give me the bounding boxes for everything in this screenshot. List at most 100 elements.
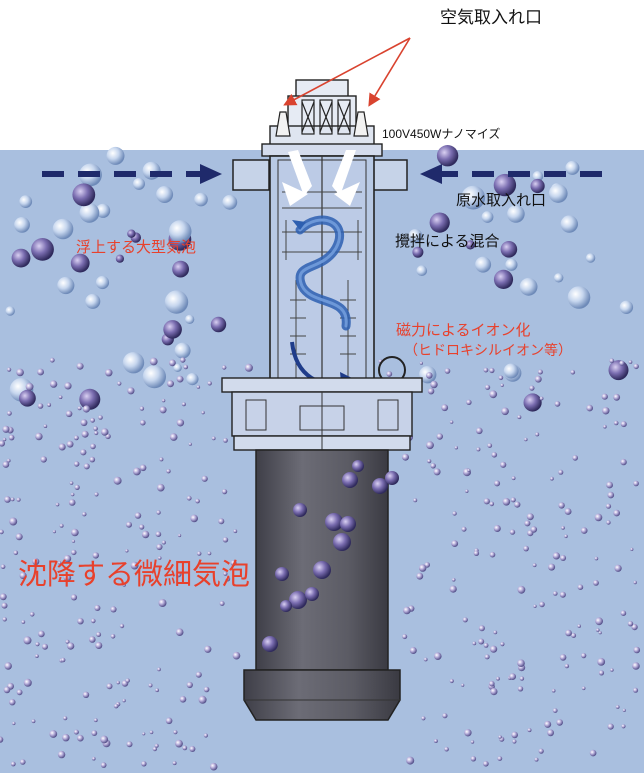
micro-bubble — [603, 424, 607, 429]
micro-bubble — [539, 396, 544, 401]
micro-bubble — [134, 512, 142, 519]
rising-bubble — [133, 177, 145, 190]
micro-bubble — [0, 564, 6, 569]
micro-bubble — [203, 733, 208, 738]
micro-bubble — [552, 552, 561, 560]
micro-bubble — [230, 560, 237, 566]
micro-bubble — [2, 461, 10, 468]
micro-bubble — [209, 762, 218, 771]
micro-bubble — [6, 458, 11, 463]
micro-bubble — [198, 695, 207, 704]
micro-bubble — [196, 385, 201, 389]
micro-bubble — [0, 593, 7, 601]
micro-bubble — [93, 426, 98, 431]
micro-bubble — [125, 678, 130, 683]
micro-bubble — [65, 639, 70, 644]
micro-bubble — [29, 612, 35, 617]
micro-bubble — [77, 406, 82, 411]
micro-bubble — [594, 556, 599, 561]
micro-bubble — [595, 617, 603, 626]
rising-bubble — [163, 320, 182, 339]
device-model-label: 100V450Wナノマイズ — [382, 127, 501, 141]
rising-bubble — [79, 203, 100, 223]
micro-bubble — [535, 432, 540, 437]
micro-bubble — [517, 686, 524, 692]
micro-bubble — [449, 678, 454, 684]
micro-bubble — [0, 529, 4, 535]
air-intake-pointer — [283, 37, 411, 107]
micro-bubble — [155, 531, 162, 537]
micro-bubble — [186, 495, 192, 501]
micro-bubble — [180, 357, 186, 363]
micro-bubble — [222, 365, 227, 370]
micro-bubble — [89, 636, 96, 643]
micro-bubble — [570, 369, 576, 375]
micro-bubble — [139, 524, 145, 530]
rising-bubble — [172, 260, 190, 278]
micro-bubble — [605, 503, 612, 509]
micro-bubble — [559, 654, 567, 661]
micro-bubble — [35, 654, 39, 658]
rising-bubble — [173, 363, 182, 372]
micro-bubble — [426, 441, 434, 450]
rising-bubble — [57, 276, 75, 295]
micro-bubble — [610, 668, 614, 672]
micro-bubble — [577, 624, 581, 628]
micro-bubble — [70, 492, 75, 497]
micro-bubble — [63, 555, 72, 563]
rising-bubble — [416, 265, 428, 277]
micro-bubble — [560, 555, 567, 561]
micro-bubble — [119, 623, 125, 629]
micro-bubble — [419, 361, 423, 365]
micro-bubble — [77, 618, 84, 625]
micro-bubble — [433, 468, 441, 476]
micro-bubble — [139, 464, 147, 472]
micro-bubble — [141, 530, 150, 539]
micro-bubble — [472, 641, 477, 646]
micro-bubble — [556, 719, 563, 726]
rising-bubbles-label: 浮上する大型気泡 — [76, 238, 197, 256]
micro-bubble — [82, 512, 87, 517]
micro-bubble — [63, 716, 68, 721]
micro-bubble — [454, 446, 458, 450]
micro-bubble — [113, 703, 119, 709]
micro-bubble — [38, 630, 45, 638]
micro-bubble — [449, 585, 457, 593]
rising-bubble — [72, 183, 96, 207]
micro-bubble — [71, 549, 77, 556]
micro-bubble — [476, 427, 483, 435]
micro-bubble — [594, 513, 603, 522]
micro-bubble — [25, 382, 34, 391]
micro-bubble — [500, 383, 504, 387]
micro-bubble — [539, 601, 545, 608]
rising-bubble — [507, 205, 525, 223]
micro-bubble — [58, 395, 63, 400]
rising-bubble — [185, 314, 195, 324]
micro-bubble — [4, 662, 12, 670]
micro-bubble — [222, 537, 229, 543]
micro-bubble — [37, 368, 44, 376]
micro-bubble — [413, 498, 418, 503]
rising-bubble — [142, 365, 166, 389]
micro-bubble — [523, 545, 529, 552]
micro-bubble — [444, 368, 451, 374]
micro-bubble — [491, 452, 498, 458]
micro-bubble — [244, 363, 253, 372]
micro-bubble — [609, 358, 615, 364]
micro-bubble — [427, 388, 435, 395]
micro-bubble — [7, 367, 12, 372]
micro-bubble — [449, 420, 454, 424]
micro-bubble — [43, 424, 48, 429]
micro-bubble — [537, 369, 543, 375]
micro-bubble — [173, 730, 178, 735]
micro-bubble — [95, 642, 103, 649]
hydroxyl-ion-label: （ヒドロキシルイオン等） — [404, 343, 572, 359]
micro-bubble — [93, 718, 98, 723]
micro-bubble — [175, 571, 182, 578]
micro-bubble — [601, 393, 608, 400]
micro-bubble — [552, 708, 558, 713]
micro-bubble — [620, 421, 627, 428]
micro-bubble — [619, 360, 625, 366]
micro-bubble — [559, 591, 566, 598]
